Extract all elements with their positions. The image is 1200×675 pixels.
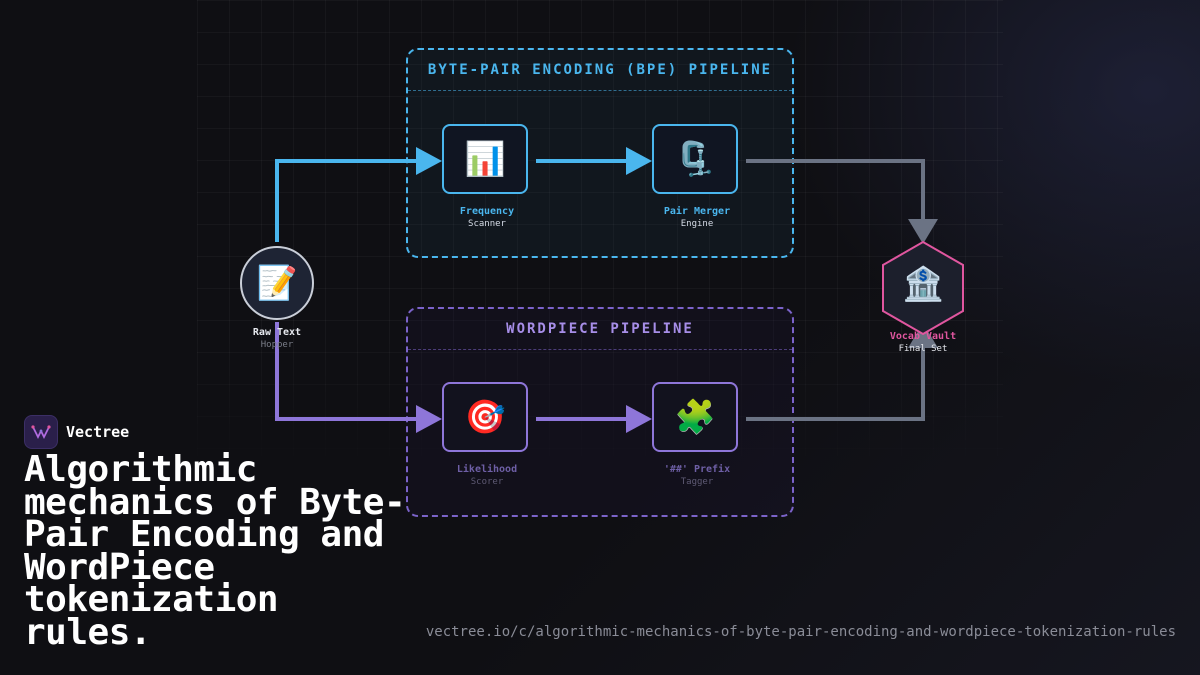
pair-merger-sub: Engine	[680, 219, 714, 229]
memo-icon: 📝	[256, 263, 298, 302]
arrowhead-prefix	[626, 405, 652, 433]
vault-hexagon	[882, 240, 964, 336]
bpe-pipeline-title: BYTE-PAIR ENCODING (BPE) PIPELINE	[408, 50, 792, 91]
likelihood-label: Likelihood	[456, 464, 518, 475]
arrowhead-vault-top	[908, 219, 938, 244]
brand[interactable]: Vectree	[24, 415, 129, 449]
prefix-sub: Tagger	[680, 477, 714, 487]
bar-chart-icon: 📊	[464, 139, 506, 178]
prefix-label: '##' Prefix	[663, 464, 731, 475]
raw-text-sub: Hopper	[260, 340, 294, 350]
raw-text-label: Raw Text	[252, 327, 302, 338]
frequency-label: Frequency	[459, 206, 515, 217]
connector-merger-to-vault	[746, 159, 925, 222]
prefix-tagger-node[interactable]: 🧩	[652, 382, 738, 452]
likelihood-sub: Scorer	[470, 477, 504, 487]
background-grid	[197, 0, 1003, 480]
page-url[interactable]: vectree.io/c/algorithmic-mechanics-of-by…	[425, 624, 1176, 640]
arrowhead-likelihood	[416, 405, 442, 433]
page-title: Algorithmic mechanics of Byte-Pair Encod…	[24, 449, 406, 653]
puzzle-icon: 🧩	[674, 397, 716, 436]
arrowhead-frequency	[416, 147, 442, 175]
vocab-vault-node[interactable]: 🏦	[890, 262, 956, 306]
brand-name: Vectree	[66, 423, 130, 441]
vocab-vault-sub: Final Set	[898, 344, 948, 354]
arrowhead-vault-bottom	[908, 323, 938, 348]
connector-source-to-likelihood	[275, 322, 418, 421]
bank-icon: 🏦	[902, 264, 944, 303]
clamp-icon: 🗜️	[674, 139, 716, 178]
frequency-scanner-node[interactable]: 📊	[442, 124, 528, 194]
pair-merger-label: Pair Merger	[663, 206, 731, 217]
connector-source-to-frequency	[275, 159, 418, 242]
raw-text-node[interactable]: 📝	[240, 246, 314, 320]
vectree-logo-icon	[24, 415, 58, 449]
connector-prefix-to-vault	[746, 346, 925, 421]
frequency-sub: Scanner	[468, 219, 506, 229]
target-icon: 🎯	[464, 397, 506, 436]
pair-merger-node[interactable]: 🗜️	[652, 124, 738, 194]
likelihood-scorer-node[interactable]: 🎯	[442, 382, 528, 452]
vocab-vault-label: Vocab Vault	[889, 331, 957, 342]
arrowhead-merger	[626, 147, 652, 175]
wordpiece-pipeline-title: WORDPIECE PIPELINE	[408, 309, 792, 350]
